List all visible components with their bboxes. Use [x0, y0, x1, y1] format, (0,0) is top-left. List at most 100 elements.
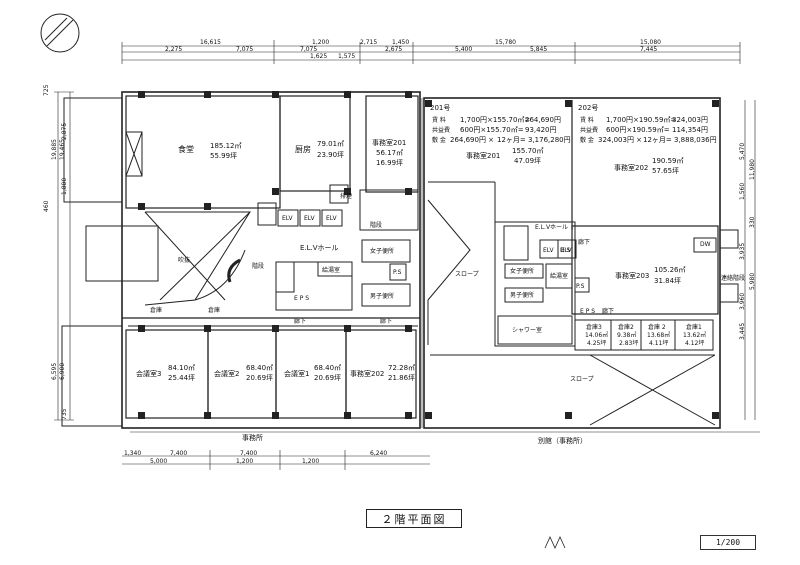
- room-storage1-small-tsubo: 4.11坪: [649, 339, 668, 347]
- label-corridor-right2: 廊下: [602, 307, 614, 315]
- room-office201-name: 事務室201: [466, 151, 500, 160]
- dim-top-row2-5: 5,400: [455, 46, 472, 53]
- label-elv-right-2: ELV: [561, 247, 572, 254]
- dim-top-overall-right1: 15,780: [495, 39, 516, 46]
- dim-top-row3-1: 1,625: [310, 53, 327, 60]
- room-storage1-name: 倉庫1: [686, 323, 702, 331]
- rent202-row1-key: 賃 料: [580, 116, 594, 124]
- room-office201-left-area: 56.17㎡: [376, 149, 403, 157]
- label-ev-hall-right: E.L.Vホール: [535, 224, 568, 231]
- label-ds: D.S: [560, 247, 571, 254]
- room-cafeteria-tsubo: 55.99坪: [210, 152, 237, 160]
- room-meeting2-tsubo: 20.69坪: [246, 374, 273, 382]
- room-office202-bottom-name: 事務室202: [350, 369, 384, 378]
- label-eps: E P S: [294, 295, 309, 302]
- room-cafeteria-name: 食堂: [178, 144, 194, 154]
- label-slope-top: スロープ: [455, 271, 479, 278]
- dim-top-overall-right2: 15,080: [640, 39, 661, 46]
- room-meeting1-area: 68.40㎡: [314, 364, 341, 372]
- dim-right-2: 1,560: [739, 183, 746, 200]
- label-storage-right: 倉庫: [208, 306, 220, 314]
- rent202-row3-key: 敷 金: [580, 136, 594, 144]
- room-office202-right-name: 事務室202: [614, 163, 648, 172]
- dim-left-7: 6,595: [51, 363, 58, 380]
- rent201-label: 201号: [430, 104, 450, 112]
- label-stair-spiral: 階段: [252, 262, 264, 270]
- rent201-row2-val: 600円×155.70㎡=: [460, 126, 524, 134]
- room-meeting2-name: 会議室2: [214, 369, 239, 378]
- label-annex-stair: 連絡階段: [721, 274, 745, 282]
- room-office201-tsubo: 47.09坪: [514, 157, 541, 165]
- room-meeting1-tsubo: 20.69坪: [314, 374, 341, 382]
- north-arrow-icon: [40, 13, 80, 53]
- dim-left-4: 19,465: [59, 139, 66, 160]
- label-elv-1: ELV: [282, 215, 293, 222]
- room-office202-bottom-area: 72.28㎡: [388, 364, 415, 372]
- room-office203-name: 事務室203: [615, 271, 649, 280]
- dim-top-row3-2: 1,575: [338, 53, 355, 60]
- dim-top-row2-7: 7,445: [640, 46, 657, 53]
- dim-right-8: 330: [749, 216, 756, 228]
- dim-top-overall-mid3: 1,450: [392, 39, 409, 46]
- rent202-label: 202号: [578, 104, 598, 112]
- room-kitchen-name: 厨房: [295, 144, 311, 154]
- label-pantry: 給湯室: [322, 266, 340, 274]
- dim-top-overall-mid: 1,200: [312, 39, 329, 46]
- dim-top-row2-2: 7,075: [236, 46, 253, 53]
- rent202-row1-val: 1,700円×190.59㎡=: [606, 116, 676, 124]
- dim-left-6: 460: [43, 200, 50, 212]
- label-dw: DW: [700, 241, 711, 248]
- dim-bottom-1: 1,340: [124, 450, 141, 457]
- room-office201-left-name: 事務室201: [372, 138, 406, 147]
- label-slope-bottom: スロープ: [570, 376, 594, 383]
- label-shower: シャワー室: [512, 326, 542, 334]
- label-ps-left: P.S: [393, 269, 402, 276]
- dim-top-overall-left: 16,615: [200, 39, 221, 46]
- drawing-title: ２階平面図: [366, 509, 462, 528]
- rent201-row2-total: 93,420円: [525, 126, 557, 134]
- room-office201-left-tsubo: 16.99坪: [376, 159, 403, 167]
- label-pantry-right: 給湯室: [550, 272, 568, 280]
- rent202-row3-total: 12ヶ月= 3,888,036円: [643, 136, 717, 144]
- label-ev-hall: E.L.Vホール: [300, 244, 339, 252]
- dim-bottom-5: 5,000: [150, 458, 167, 465]
- dim-left-9: 735: [61, 408, 68, 420]
- dim-right-4: 3,935: [739, 243, 746, 260]
- room-office202-bottom-tsubo: 21.86坪: [388, 374, 415, 382]
- rent201-row3-key: 敷 金: [432, 136, 446, 144]
- room-storage3-area: 14.06㎡: [585, 331, 608, 339]
- label-office-bottom: 事務所: [242, 433, 263, 442]
- dim-right-3: 11,980: [749, 159, 756, 180]
- rent201-row2-key: 共益費: [432, 126, 450, 134]
- dim-bottom-6: 1,200: [236, 458, 253, 465]
- room-meeting1-name: 会議室1: [284, 369, 309, 378]
- rent201-row3-total: 12ヶ月= 3,176,280円: [497, 136, 571, 144]
- rent201-row1-total: 264,690円: [525, 116, 561, 124]
- dim-top-row2-6: 5,845: [530, 46, 547, 53]
- dim-left-5: 1,880: [61, 178, 68, 195]
- label-elv-3: ELV: [326, 215, 337, 222]
- label-elv-right-1: ELV: [543, 247, 554, 254]
- dim-left-8: 6,900: [59, 363, 66, 380]
- room-cafeteria-area: 185.12㎡: [210, 142, 242, 150]
- room-office203-area: 105.26㎡: [654, 266, 686, 274]
- label-eps-right: E P S: [580, 308, 595, 315]
- room-storage1-tsubo: 4.12坪: [685, 339, 704, 347]
- room-office203-tsubo: 31.84坪: [654, 277, 681, 285]
- room-meeting3-area: 84.10㎡: [168, 364, 195, 372]
- dim-right-1: 5,470: [739, 143, 746, 160]
- dim-left-2: 2,875: [61, 123, 68, 140]
- label-annex: 別館（事務所）: [538, 436, 587, 445]
- label-womens-wc-left: 女子便所: [370, 247, 394, 255]
- room-storage2-area: 9.38㎡: [617, 331, 636, 339]
- rent201-row1-key: 賃 料: [432, 116, 446, 124]
- room-meeting3-tsubo: 25.44坪: [168, 374, 195, 382]
- dim-bottom-3: 7,400: [240, 450, 257, 457]
- dim-bottom-2: 7,400: [170, 450, 187, 457]
- label-mens-wc-right: 男子便所: [510, 291, 534, 299]
- label-stair-left: 階段: [370, 221, 382, 229]
- label-storage-left: 倉庫: [150, 306, 162, 314]
- rent202-row1-total: 324,003円: [672, 116, 708, 124]
- dim-left-3: 19,885: [51, 139, 58, 160]
- room-office202-right-area: 190.59㎡: [652, 157, 684, 165]
